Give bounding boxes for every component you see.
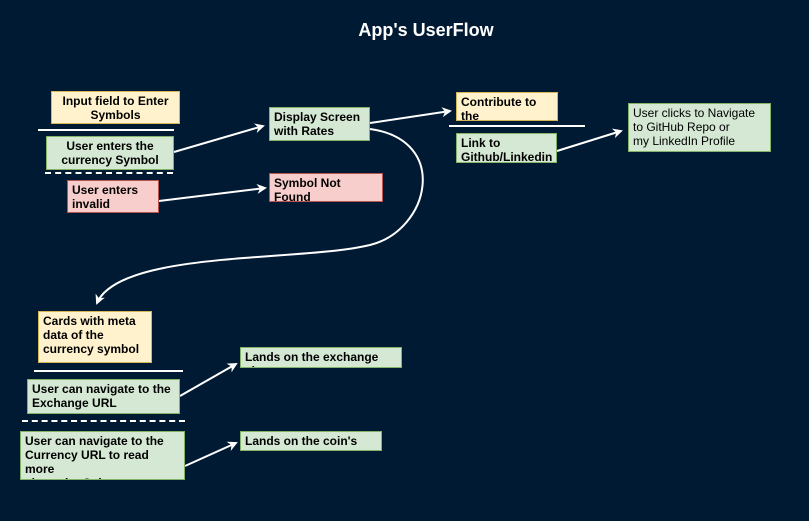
node-contribute: Contribute to the project/Contact	[456, 92, 558, 121]
node-invalid-symbol: User enters invalid Symbol	[67, 180, 159, 213]
node-coin-site: Lands on the coin's site	[240, 431, 382, 451]
separator-dashed	[22, 420, 185, 422]
separator-solid	[449, 125, 585, 127]
node-display-screen: Display Screen with Rates	[269, 107, 370, 141]
edge-link-to-navigate	[556, 128, 623, 152]
edge-invalid-to-notfound	[158, 184, 267, 202]
node-cards: Cards with meta data of the currency sym…	[38, 311, 152, 363]
node-currency-url: User can navigate to the Currency URL to…	[20, 431, 185, 480]
node-symbol-not-found: Symbol Not Found Alert/Message	[269, 173, 383, 202]
separator-dashed	[45, 172, 173, 174]
separator-solid	[34, 370, 183, 372]
edge-enter-to-display	[173, 123, 265, 153]
edge-exchange-to-site	[179, 363, 238, 397]
node-link: Link to Github/Linkedin	[456, 133, 557, 163]
edge-display-to-contribute	[369, 107, 452, 124]
separator-solid	[38, 129, 174, 131]
edge-display-to-cards	[95, 128, 424, 305]
node-exchange-site: Lands on the exchange site	[240, 347, 402, 368]
node-exchange-url: User can navigate to the Exchange URL	[27, 379, 180, 414]
node-input-field: Input field to Enter Symbols	[51, 91, 180, 124]
edge-currency-to-coin	[184, 441, 238, 467]
node-enter-symbol: User enters the currency Symbol	[46, 136, 174, 170]
node-navigate-repo: User clicks to Navigate to GitHub Repo o…	[628, 103, 771, 152]
diagram-title: App's UserFlow	[358, 20, 494, 40]
